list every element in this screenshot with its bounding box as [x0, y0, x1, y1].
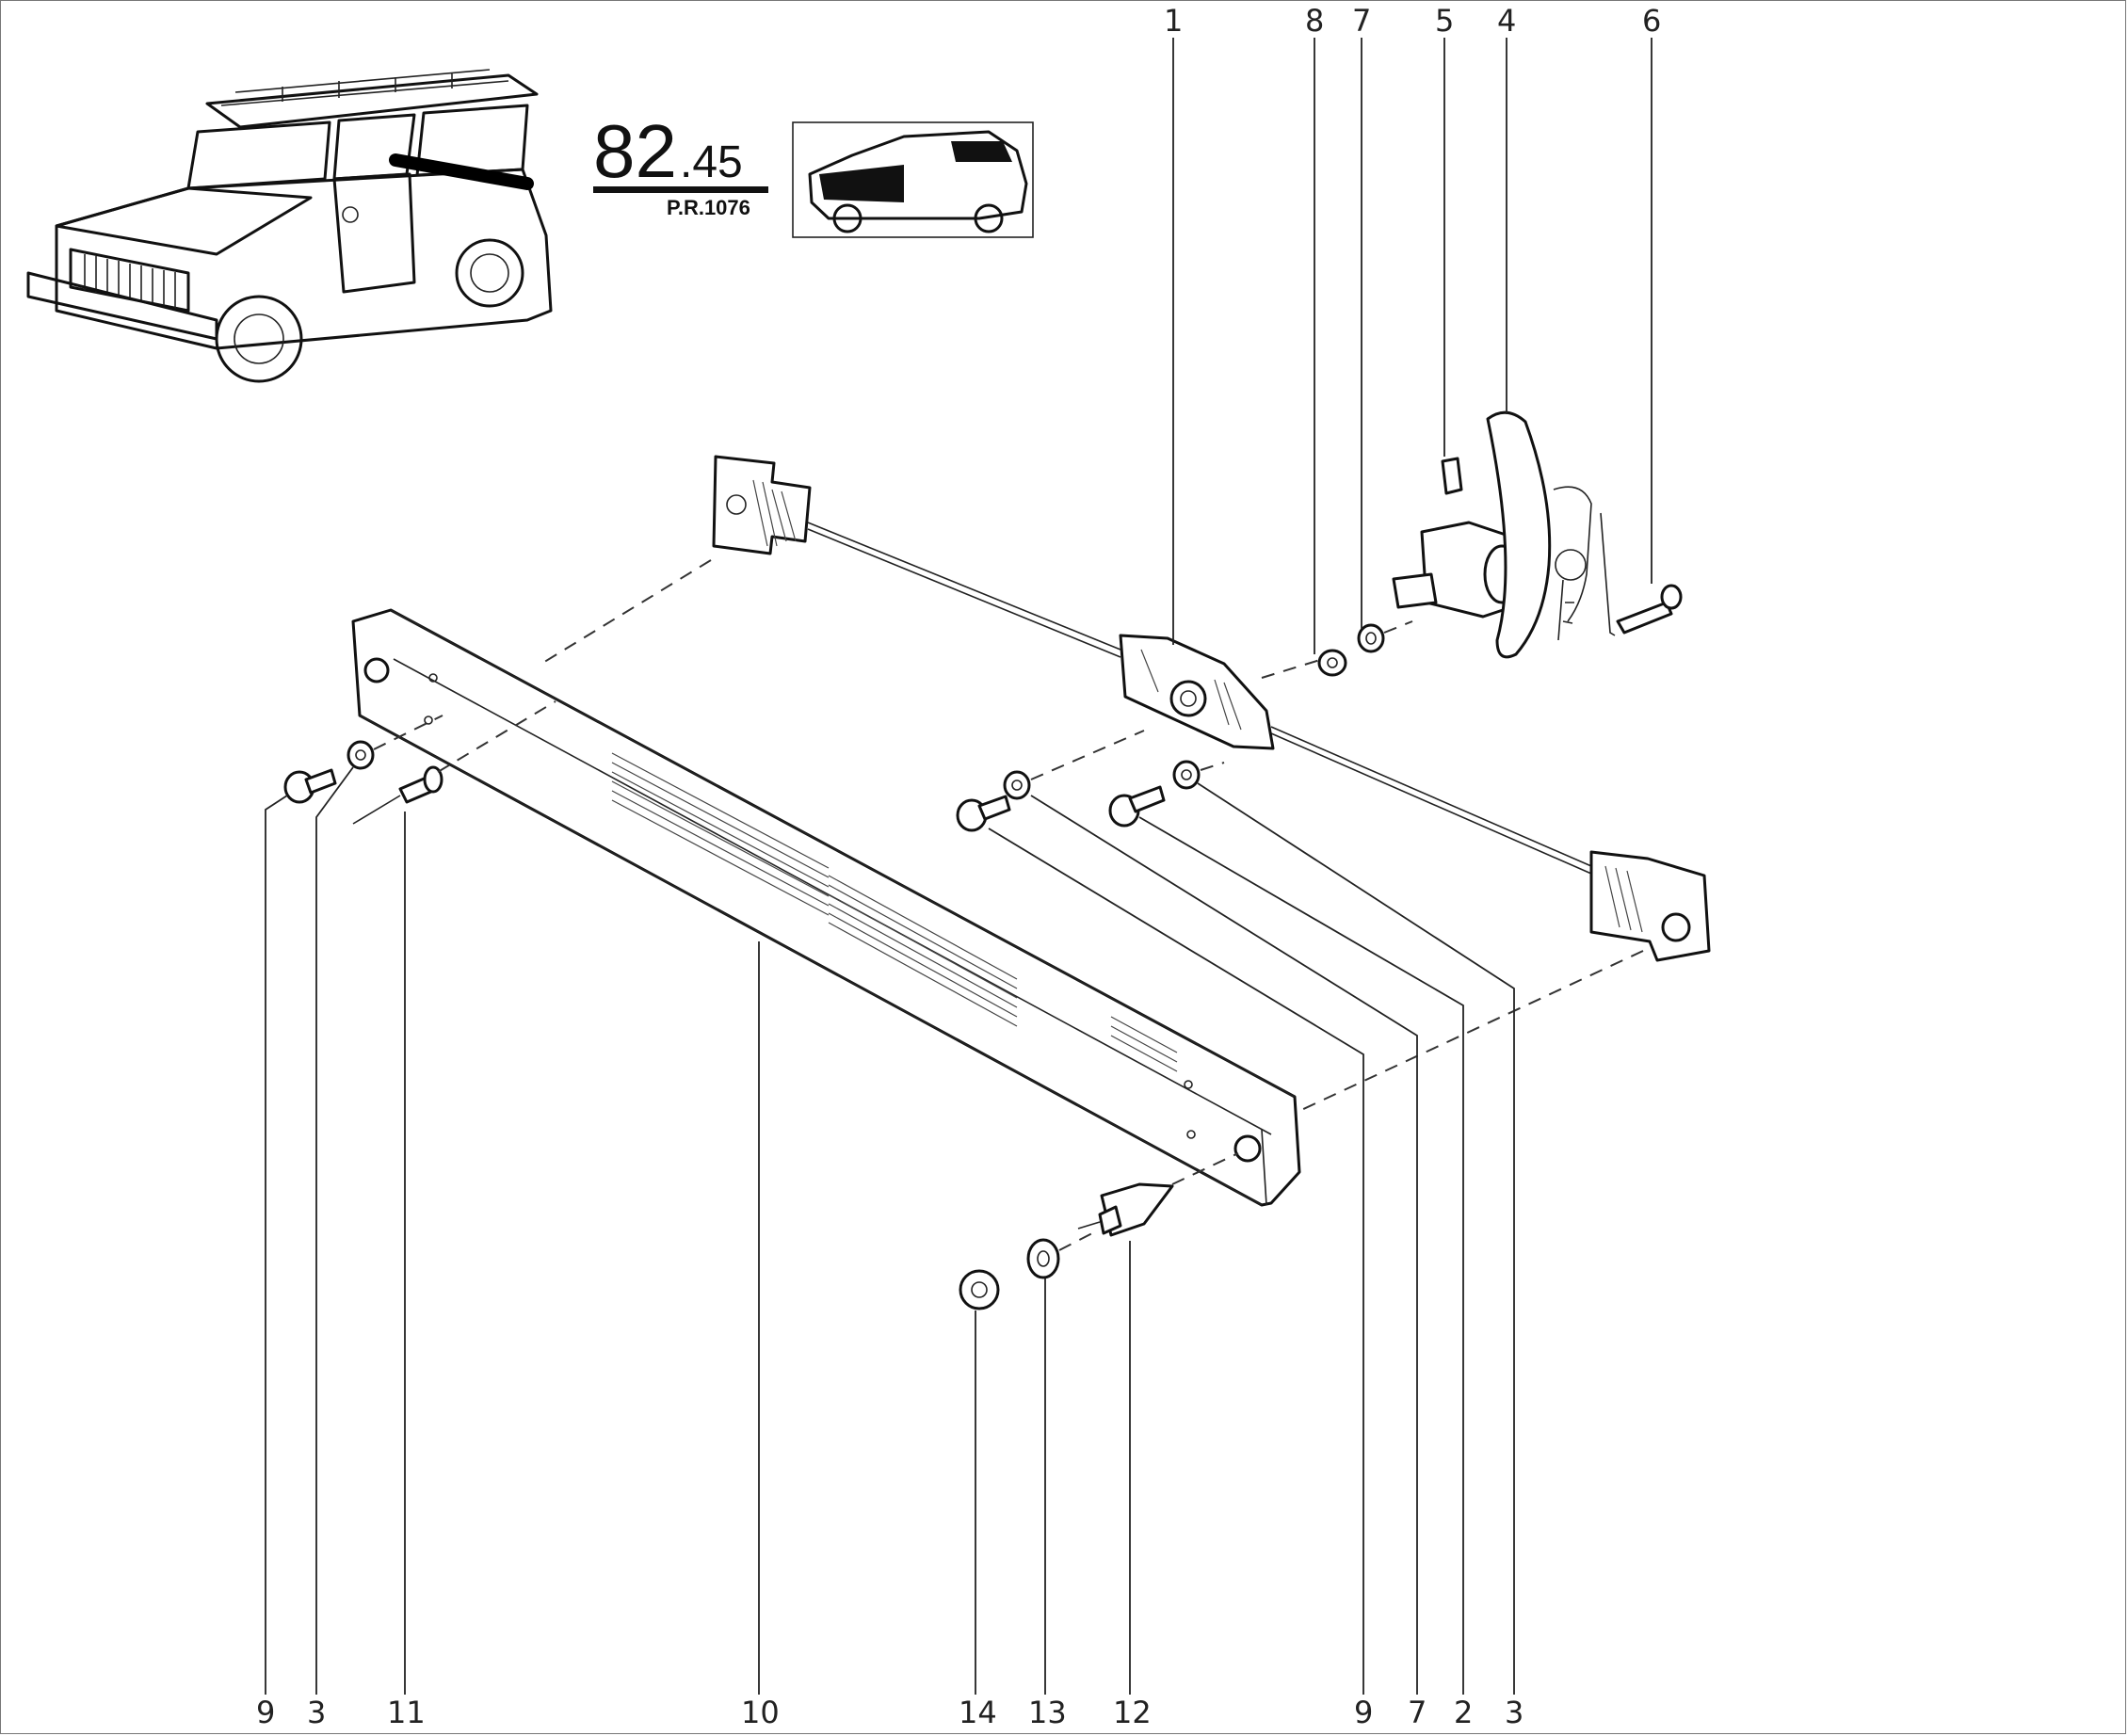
car-location-box	[792, 121, 1034, 238]
fasteners-left	[283, 700, 556, 825]
callout-8: 8	[1305, 3, 1324, 39]
section-number-major: 82	[593, 109, 677, 193]
callout-2: 2	[1454, 1695, 1473, 1730]
callout-14: 14	[959, 1695, 997, 1730]
handle-assembly	[1261, 410, 1683, 679]
callout-4: 4	[1497, 3, 1516, 39]
callout-10: 10	[741, 1695, 780, 1730]
fasteners-bottom	[959, 1152, 1239, 1310]
callout-12: 12	[1113, 1695, 1152, 1730]
section-number-minor: .45	[680, 137, 743, 187]
callout-11: 11	[387, 1695, 426, 1730]
callouts-top: 1 8 7 5 4 6	[1164, 3, 1661, 39]
callout-9-right: 9	[1354, 1695, 1373, 1730]
callout-7-right: 7	[1408, 1695, 1427, 1730]
callouts-bottom: 9 3 11 10 14 13 12 9 7 2 3	[256, 1695, 1523, 1730]
callout-9-left: 9	[256, 1695, 275, 1730]
callout-3-left: 3	[307, 1695, 326, 1730]
vehicle-thumbnail	[26, 69, 553, 383]
section-reference: P.R.1076	[667, 196, 750, 219]
trim-bar	[351, 608, 1301, 1207]
section-header: 82 .45 P.R.1076	[593, 109, 768, 219]
section-underline	[593, 186, 768, 193]
leader-lines	[265, 38, 1652, 1695]
lock-rod-assembly	[712, 455, 1711, 962]
callout-3-right: 3	[1505, 1695, 1523, 1730]
callout-1: 1	[1164, 3, 1183, 39]
callout-13: 13	[1028, 1695, 1067, 1730]
callout-6: 6	[1642, 3, 1661, 39]
callout-7: 7	[1352, 3, 1371, 39]
fasteners-center	[540, 559, 1644, 1112]
callout-5: 5	[1435, 3, 1454, 39]
